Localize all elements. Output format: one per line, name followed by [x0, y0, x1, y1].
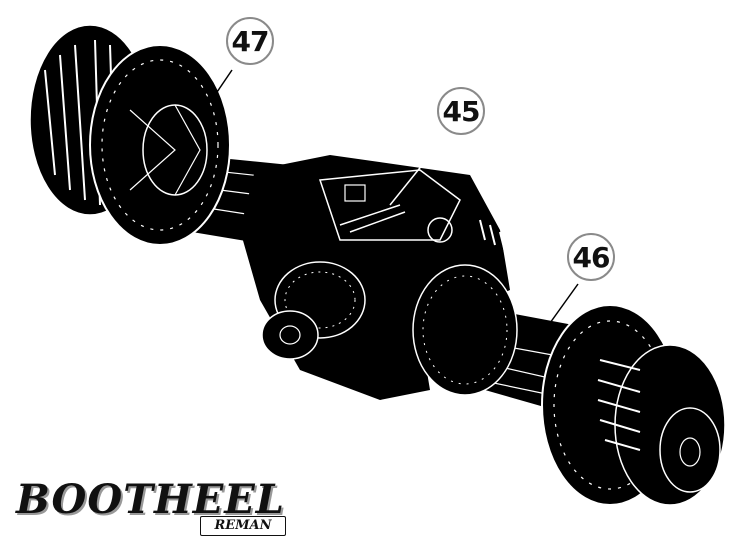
callout-45: 45	[437, 87, 485, 135]
callout-46: 46	[567, 233, 615, 281]
logo-wordmark: BOOTHEEL	[16, 476, 285, 523]
leader-line-45	[389, 132, 449, 206]
callout-47: 47	[226, 17, 274, 65]
bootheel-reman-logo: BOOTHEEL REMAN	[14, 470, 304, 540]
differential-housing	[240, 155, 518, 400]
right-wheel-hub	[541, 304, 726, 506]
left-wheel-hub	[29, 24, 231, 246]
leader-line-46	[544, 283, 579, 331]
logo-subtitle: REMAN	[200, 516, 286, 536]
leader-line-47	[214, 69, 233, 96]
